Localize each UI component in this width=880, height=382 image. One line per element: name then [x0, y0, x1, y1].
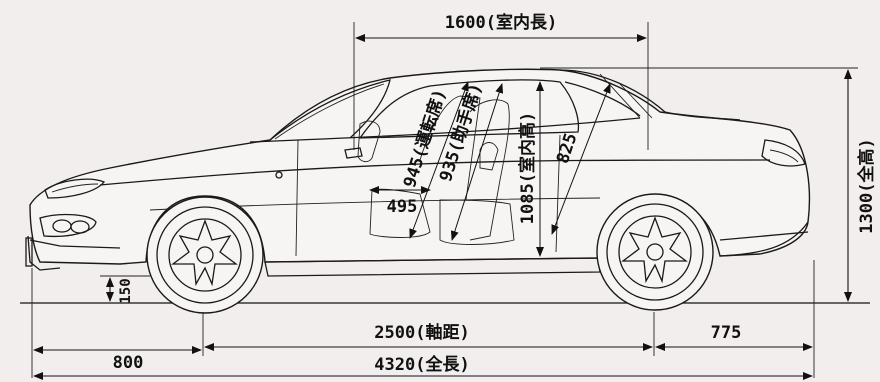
bottom-extension-lines — [31, 260, 815, 378]
wheelbase-label: 2500(軸距) — [374, 322, 469, 343]
ground-clearance-label: 150 — [118, 278, 134, 303]
front-wheel — [146, 196, 264, 314]
dim-front-overhang: 800 — [33, 346, 202, 373]
interior-height-label: 1085(室内高) — [517, 112, 538, 224]
overall-length-label: 4320(全長) — [374, 354, 469, 375]
interior-length-label: 1600(室内長) — [445, 12, 557, 33]
seat-height-label: 495 — [387, 197, 418, 217]
dim-overall-length: 4320(全長) — [33, 354, 813, 380]
front-overhang-label: 800 — [113, 353, 144, 373]
dim-ground-clearance: 150 — [100, 275, 150, 304]
overall-height-label: 1300(全高) — [856, 138, 877, 233]
dim-interior-length: 1600(室内長) — [353, 12, 649, 150]
rear-overhang-label: 775 — [711, 323, 742, 343]
rear-wheel — [596, 193, 714, 311]
dim-rear-overhang: 775 — [655, 323, 813, 351]
dim-overall-height: 1300(全高) — [540, 67, 877, 302]
dim-wheelbase: 2500(軸距) — [204, 322, 653, 351]
dim-interior-height: 1085(室内高) — [517, 81, 544, 257]
